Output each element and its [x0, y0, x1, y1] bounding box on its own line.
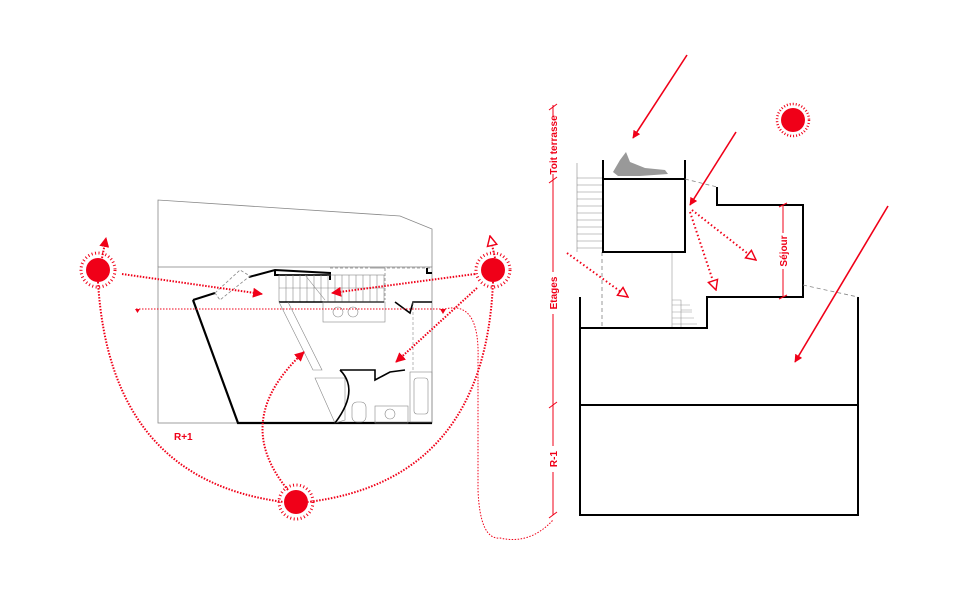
sun-icon: [775, 102, 811, 138]
sink: [332, 306, 344, 318]
garden-outline: [157, 199, 433, 267]
sink: [347, 306, 359, 318]
sun-paths: [97, 236, 495, 503]
sunbather-figure: [613, 152, 668, 176]
vanity: [322, 301, 386, 323]
roof-room: [602, 160, 686, 253]
exterior-wall: [191, 299, 432, 425]
sun-icon: [79, 251, 117, 289]
level-label-r1: R+1: [174, 432, 193, 443]
floor-plan-r1: R+1: [157, 199, 433, 443]
sun-arc-left: [97, 281, 285, 503]
section-light-rays: [566, 54, 889, 363]
light-ray: [121, 273, 263, 298]
interior-stair: [672, 299, 697, 328]
sun-arc-right: [307, 281, 494, 503]
light-ray: [395, 287, 478, 363]
staircase: [278, 274, 385, 303]
stair-flight: [278, 301, 323, 371]
washbasin: [374, 405, 409, 424]
door-swing: [214, 269, 251, 301]
level-scale: Toit terrasse Etages R-1: [547, 103, 560, 519]
light-ray: [331, 273, 476, 297]
level-label-basement: R-1: [549, 451, 560, 468]
sun-icon: [277, 483, 315, 521]
upper-wall: [192, 268, 331, 301]
spiral-stair: [314, 377, 346, 424]
section-link-line: [444, 307, 554, 540]
bathtub: [409, 371, 433, 423]
house-walls: [579, 187, 859, 516]
plot-outline: [157, 266, 433, 424]
level-label-roof: Toit terrasse: [549, 115, 560, 175]
building-section: Séjour: [576, 152, 859, 516]
sun-icon: [474, 251, 512, 289]
exterior-stair: [576, 163, 603, 252]
level-label-floors: Etages: [549, 276, 560, 309]
toilet: [351, 401, 367, 423]
room-label-sejour: Séjour: [779, 235, 790, 266]
sun-arc-south: [261, 351, 305, 491]
